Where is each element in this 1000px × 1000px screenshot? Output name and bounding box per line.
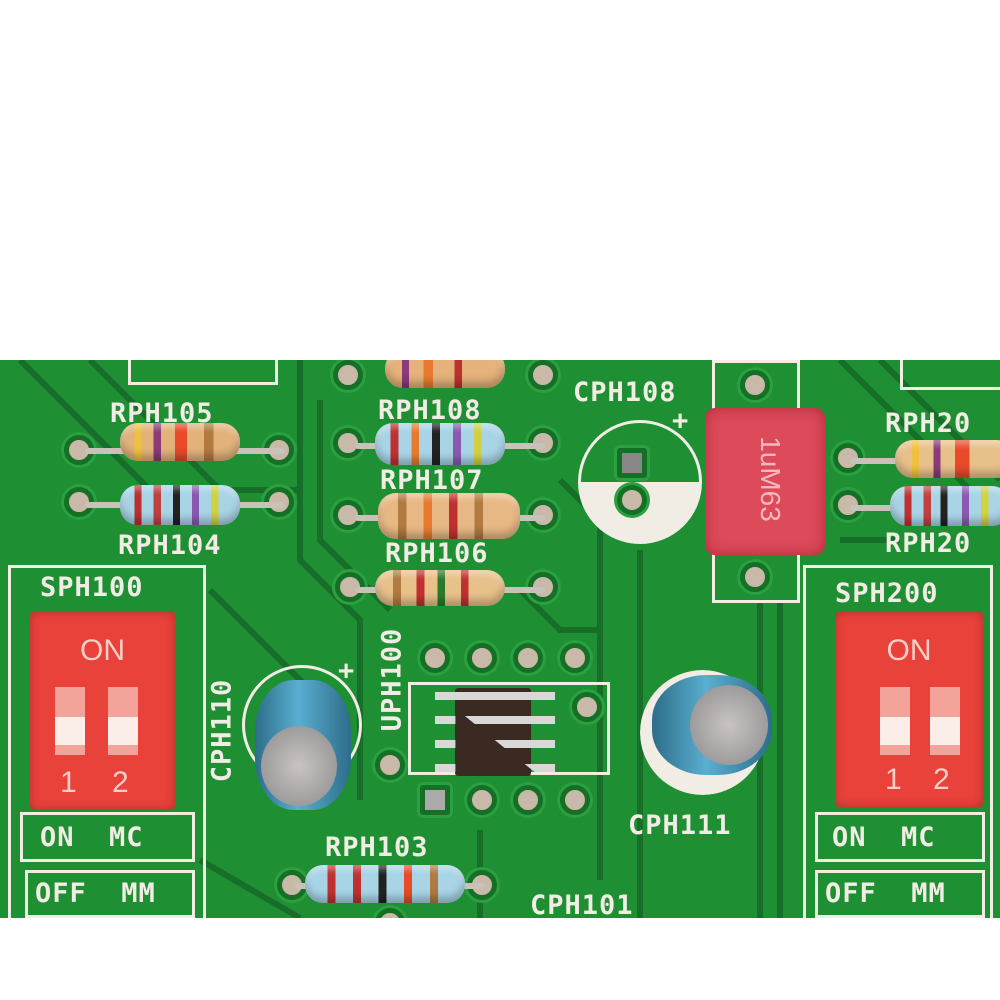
- mode-on-box: [815, 812, 985, 862]
- label-cph111: CPH111: [628, 810, 732, 841]
- solder-pad: [740, 562, 770, 592]
- dip-number-2: 2: [933, 763, 950, 796]
- sph100-outline: [8, 565, 206, 918]
- mode-on-box: [20, 812, 195, 862]
- resistor-rph103: [305, 865, 465, 903]
- label-rph104: RPH104: [118, 530, 222, 561]
- footprint-outline: [900, 360, 1000, 390]
- label-rph20-bottom: RPH20: [885, 528, 972, 559]
- resistor-rph106: [375, 570, 505, 606]
- solder-pad: [513, 785, 543, 815]
- label-sph200: SPH200: [835, 578, 939, 609]
- solder-pad: [572, 692, 602, 722]
- solder-pad: [617, 485, 647, 515]
- label-cph108: CPH108: [573, 377, 677, 408]
- dip-toggle-2[interactable]: [930, 687, 960, 755]
- sph200-outline: [803, 565, 993, 918]
- solder-pad: [617, 448, 647, 478]
- mode-off-label: OFF MM: [825, 878, 946, 909]
- label-uph100: UPH100: [376, 627, 408, 732]
- mode-off-box: [815, 870, 985, 918]
- solder-pad: [420, 785, 450, 815]
- solder-pad: [333, 360, 363, 390]
- dip-on-label: ON: [80, 634, 125, 667]
- dip-toggle-2[interactable]: [108, 687, 138, 755]
- label-cph110-plus: +: [338, 655, 356, 686]
- pcb-board: RPH105 RPH104 RPH108 RPH107 RPH106 CPH10…: [0, 360, 1000, 918]
- solder-pad: [467, 643, 497, 673]
- solder-pad: [560, 643, 590, 673]
- resistor-rph105: [120, 423, 240, 461]
- film-cap-marking: 1uM63: [754, 436, 786, 522]
- label-rph106: RPH106: [385, 538, 489, 569]
- dip-number-2: 2: [112, 766, 129, 799]
- label-rph20-top: RPH20: [885, 408, 972, 439]
- resistor-rph107: [378, 493, 520, 539]
- solder-pad: [740, 370, 770, 400]
- film-capacitor: 1uM63: [705, 408, 825, 555]
- solder-pad: [375, 750, 405, 780]
- solder-pad: [528, 360, 558, 390]
- solder-pad: [560, 785, 590, 815]
- resistor-rph20x: [895, 440, 1000, 478]
- capacitor-cph110: [255, 680, 351, 810]
- dip-number-1: 1: [885, 763, 902, 796]
- label-cph108-plus: +: [672, 405, 690, 436]
- solder-pad: [513, 643, 543, 673]
- footprint-outline: [128, 360, 278, 385]
- solder-pad: [467, 785, 497, 815]
- mode-on-label: ON MC: [40, 822, 144, 853]
- resistor-rph108: [375, 423, 505, 465]
- dip-toggle-1[interactable]: [55, 687, 85, 755]
- label-rph107: RPH107: [380, 465, 484, 496]
- dip-toggle-1[interactable]: [880, 687, 910, 755]
- cph108-footprint: [578, 420, 702, 544]
- label-rph103: RPH103: [325, 832, 429, 863]
- resistor-partial: [385, 360, 505, 388]
- mode-on-label: ON MC: [832, 822, 936, 853]
- resistor-rph104: [120, 485, 240, 525]
- mode-off-box: [25, 870, 195, 918]
- dip-switch-sph200[interactable]: ON 1 2: [835, 612, 983, 807]
- label-cph101: CPH101: [530, 890, 634, 918]
- solder-pad: [420, 643, 450, 673]
- label-rph108: RPH108: [378, 395, 482, 426]
- mode-off-label: OFF MM: [35, 878, 156, 909]
- capacitor-cph111: [652, 675, 772, 775]
- label-sph100: SPH100: [40, 572, 144, 603]
- dip-on-label: ON: [886, 634, 932, 667]
- dip-switch-sph100[interactable]: ON 1 2: [30, 612, 175, 810]
- resistor-rph20x: [890, 486, 1000, 526]
- dip-number-1: 1: [60, 766, 77, 799]
- label-cph110: CPH110: [206, 678, 238, 783]
